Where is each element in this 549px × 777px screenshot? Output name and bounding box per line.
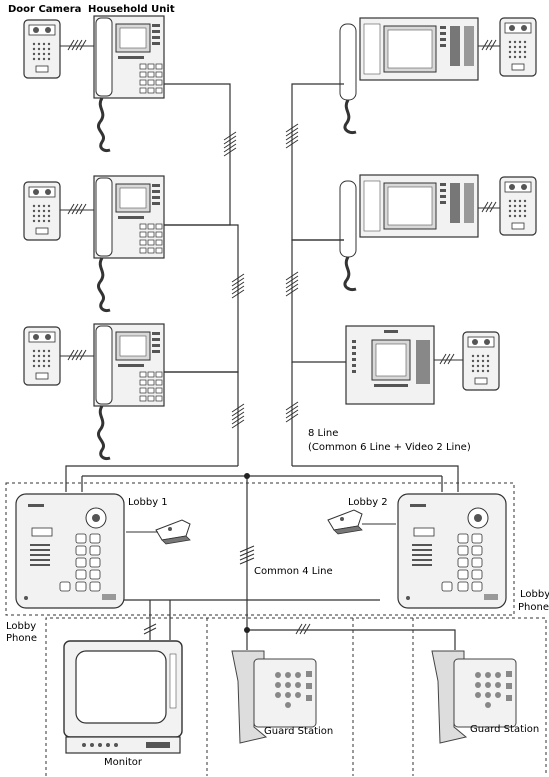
- line-8-label: 8 Line: [308, 428, 338, 440]
- guard-station-2-label: Guard Station: [470, 724, 539, 736]
- common-4-line-label: Common 4 Line: [254, 566, 333, 578]
- line-8-detail-label: (Common 6 Line + Video 2 Line): [308, 442, 471, 454]
- lobby-phone-right-line2: Phone: [518, 602, 549, 614]
- door-camera-label: Door Camera: [8, 4, 81, 16]
- household-unit-label: Household Unit: [88, 4, 175, 16]
- guard-station-1-label: Guard Station: [264, 726, 333, 738]
- monitor-label: Monitor: [104, 757, 142, 769]
- lobby-2-label: Lobby 2: [348, 497, 388, 509]
- lobby-phone-right-line1: Lobby: [520, 589, 549, 601]
- lobby-phone-left-label: Lobby Phone: [6, 621, 46, 645]
- lobby-1-label: Lobby 1: [128, 497, 168, 509]
